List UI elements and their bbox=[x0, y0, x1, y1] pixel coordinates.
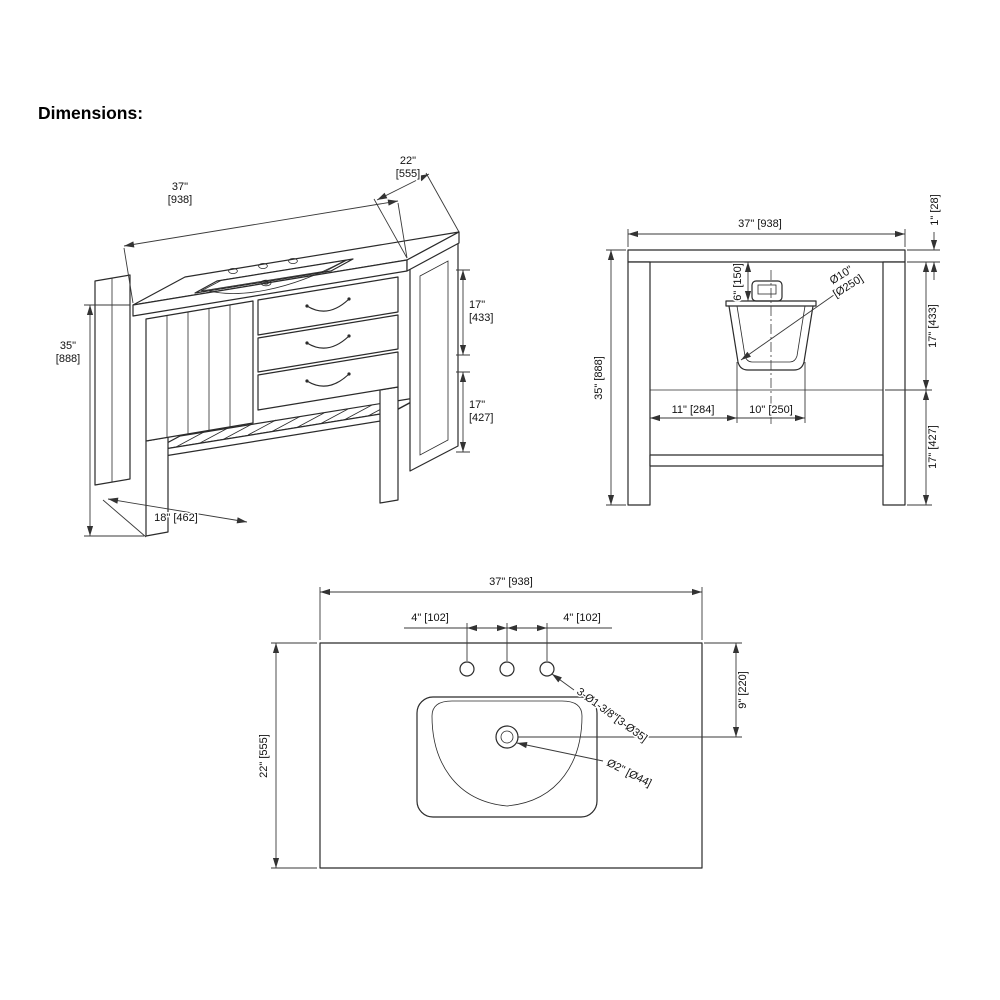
iso-right-panel bbox=[409, 242, 459, 472]
plan-depth-dim: 22" [555] bbox=[258, 734, 270, 778]
front-left-leg bbox=[627, 261, 651, 506]
iso-depth-mm: [555] bbox=[396, 168, 420, 180]
iso-width-mm: [938] bbox=[168, 194, 192, 206]
isometric-view: 37" [938] 22" [555] 35" [888] 17" [433] … bbox=[54, 154, 495, 538]
plan-hole-spacing-left-dim: 4" [102] bbox=[411, 612, 449, 624]
iso-plank-door bbox=[145, 300, 254, 442]
iso-front-right-leg bbox=[379, 386, 399, 504]
iso-lower-mm: [427] bbox=[469, 412, 493, 424]
iso-drawers bbox=[257, 276, 399, 411]
drawer-handle bbox=[306, 373, 350, 387]
front-view: 37" [938] 1" [28] 35" [888] 6" [150] Ø10… bbox=[592, 193, 943, 506]
front-width-dim: 37" [938] bbox=[738, 218, 782, 230]
front-bowl-width-dim: 10" [250] bbox=[749, 404, 793, 416]
iso-upper-in: 17" bbox=[469, 299, 485, 311]
iso-depth-in: 22" bbox=[400, 155, 416, 167]
plan-drain-offset-dim: 9" [220] bbox=[737, 671, 749, 709]
front-drain-assembly bbox=[751, 280, 783, 302]
front-counter-thickness-dim: 1" [28] bbox=[929, 194, 941, 225]
drawer-handle bbox=[306, 335, 350, 349]
plan-sink-basin bbox=[431, 700, 583, 807]
plan-sink-rim bbox=[416, 696, 598, 818]
iso-faucet-holes bbox=[228, 257, 298, 274]
iso-upper-mm: [433] bbox=[469, 312, 493, 324]
iso-height-in: 35" bbox=[60, 340, 76, 352]
iso-base-depth: 18" [462] bbox=[154, 512, 198, 524]
front-bowl-left-offset-dim: 11" [284] bbox=[672, 404, 715, 416]
iso-left-panel bbox=[94, 274, 131, 486]
plan-hole-spacing-right-dim: 4" [102] bbox=[563, 612, 601, 624]
iso-lower-in: 17" bbox=[469, 399, 485, 411]
front-lower-section-dim: 17" [427] bbox=[927, 425, 939, 469]
iso-dimensions: 37" [938] 22" [555] 35" [888] 17" [433] … bbox=[54, 154, 495, 538]
front-shelf bbox=[649, 454, 884, 467]
iso-drain bbox=[260, 279, 272, 287]
iso-width-in: 37" bbox=[172, 181, 188, 193]
plan-faucet-holes bbox=[459, 661, 555, 677]
front-height-dim: 35" [888] bbox=[593, 356, 605, 400]
front-upper-section-dim: 17" [433] bbox=[927, 304, 939, 348]
front-sink-drop-dim: 6" [150] bbox=[732, 263, 744, 301]
page-title: Dimensions: bbox=[38, 103, 144, 123]
plan-width-dim: 37" [938] bbox=[489, 576, 533, 588]
iso-sink bbox=[194, 258, 354, 294]
iso-height-mm: [888] bbox=[56, 353, 80, 365]
plan-view: 37" [938] 4" [102] 4" [102] 22" [555] 9"… bbox=[257, 575, 751, 869]
front-right-leg bbox=[882, 261, 906, 506]
plan-countertop bbox=[319, 642, 703, 869]
drawer-handle bbox=[306, 298, 350, 312]
front-countertop bbox=[627, 249, 906, 263]
